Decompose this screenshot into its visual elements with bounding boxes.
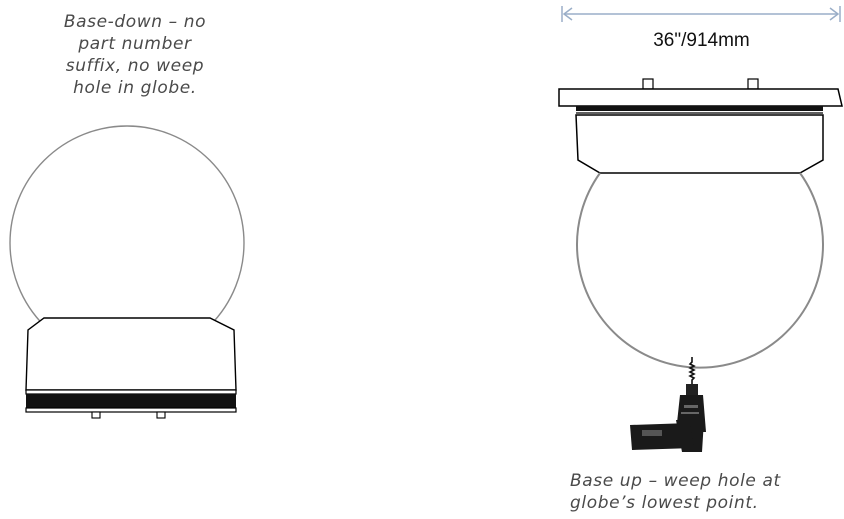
dimension-label: 36"/914mm [653, 30, 750, 51]
base-up-fixture [558, 6, 843, 452]
base-housing-left [25, 317, 237, 391]
drill-chuck [686, 384, 698, 396]
drill-icon [630, 357, 706, 452]
plate-band [576, 106, 823, 111]
caption-line: hole in globe. [73, 78, 197, 98]
globe-right [576, 172, 824, 369]
caption-line: part number [78, 34, 192, 54]
drill-body-highlight [681, 412, 699, 414]
base-plate-left [25, 407, 237, 413]
bolt-right-1 [642, 78, 654, 90]
drill-battery [630, 423, 694, 450]
base-band-left [26, 394, 236, 408]
caption-line: suffix, no weep [65, 56, 205, 76]
caption-line: Base-down – no [63, 12, 207, 32]
caption-line: Base up – weep hole at [570, 471, 781, 491]
dimension-arrow-right [829, 7, 840, 21]
mount-tab-left-2 [156, 411, 166, 419]
dimension-arrow-left [562, 7, 573, 21]
mount-tab-left-1 [91, 411, 101, 419]
bolt-right-2 [747, 78, 759, 90]
drill-stripe [642, 430, 662, 436]
base-housing-right [575, 114, 824, 174]
mounting-plate [558, 88, 843, 107]
drill-trigger-highlight [684, 405, 698, 408]
caption-line: globe’s lowest point. [570, 493, 759, 513]
base-down-fixture [9, 125, 245, 419]
base-rim-left [25, 389, 237, 395]
drill-bit [688, 357, 696, 386]
